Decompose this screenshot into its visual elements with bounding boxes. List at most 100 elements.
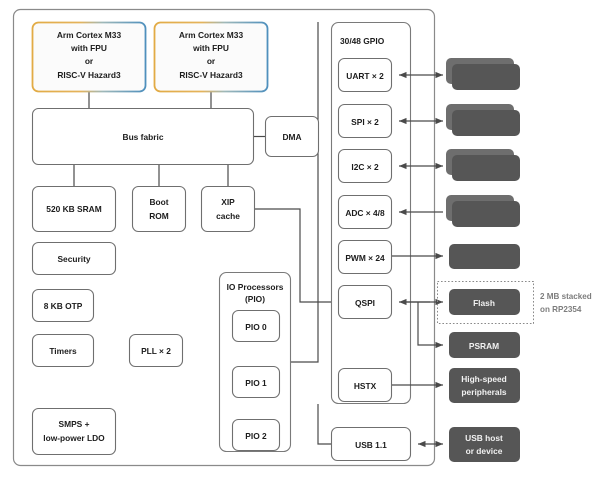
boot-rom-block: Boot ROM: [131, 185, 187, 233]
pwm-label: PWM × 24: [345, 253, 385, 263]
pio-0-label: PIO 0: [245, 322, 267, 332]
sram-label: 520 KB SRAM: [46, 204, 101, 214]
ext-psram-label: PSRAM: [469, 341, 499, 351]
i2c-box: [337, 148, 393, 184]
pio-1-box: [231, 365, 281, 399]
io-processors-group: IO Processors (PIO) PIO 0 PIO 1 PIO 2: [218, 271, 292, 453]
ext-flash-label: Flash: [473, 298, 495, 308]
spi-fill: [338, 104, 392, 138]
ext-flash: Flash: [449, 289, 520, 315]
otp-label: 8 KB OTP: [44, 301, 83, 311]
gpio-group-box: [330, 21, 412, 405]
cpu-core-1: Arm Cortex M33 with FPU or RISC-V Hazard…: [153, 21, 269, 93]
flash-note-line-1: on RP2354: [540, 305, 582, 314]
xip-cache-line-1: cache: [216, 211, 240, 221]
dma-fill: [265, 116, 319, 157]
spi-label: SPI × 2: [351, 117, 379, 127]
qspi-block: QSPI: [337, 284, 393, 320]
hstx-fill: [338, 368, 392, 402]
smps-ldo-line-0: SMPS +: [59, 419, 90, 429]
cpu-core-1-line-0: Arm Cortex M33: [179, 30, 244, 40]
pio-0-block: PIO 0: [231, 309, 281, 343]
bus-fabric-fill: [32, 108, 254, 165]
hstx-block: HSTX: [337, 367, 393, 403]
pio-2-box: [231, 418, 281, 452]
pio-1-fill: [232, 366, 280, 398]
bus-fabric: Bus fabric: [31, 107, 255, 166]
hstx-label: HSTX: [354, 381, 377, 391]
sram-fill: [32, 186, 116, 232]
ext-usb-line-1: or device: [466, 446, 503, 456]
smps-ldo-fill: [32, 408, 116, 455]
xip-cache-block: XIP cache: [200, 185, 256, 233]
xip-cache-fill: [201, 186, 255, 232]
ext-usb-host-device-box: [449, 427, 520, 462]
adc-label: ADC × 4/8: [345, 208, 385, 218]
qspi-label: QSPI: [355, 298, 375, 308]
external-blocks: Flash PSRAM High-speed peripherals USB h…: [446, 58, 520, 462]
ext-adc-inputs: [446, 195, 520, 227]
adc-block: ADC × 4/8: [337, 194, 393, 230]
bus-fabric-box: [31, 107, 255, 166]
smps-ldo-box: [31, 407, 117, 456]
otp-block: 8 KB OTP: [31, 288, 95, 323]
smps-ldo-block: SMPS + low-power LDO: [31, 407, 117, 456]
pio-2-fill: [232, 419, 280, 451]
ext-psram-box: [449, 332, 520, 358]
timers-fill: [32, 334, 94, 367]
i2c-fill: [338, 149, 392, 183]
flash-note-line-0: 2 MB stacked: [540, 292, 592, 301]
wire-xip-qspi: [255, 208, 338, 303]
xip-cache-line-0: XIP: [221, 197, 235, 207]
ext-flash-box: [449, 289, 520, 315]
ext-high-speed-peripherals: High-speed peripherals: [449, 368, 520, 403]
dma-box: [264, 115, 320, 158]
ext-i2c-peripherals: [446, 149, 520, 181]
pwm-box: [337, 239, 393, 275]
ext-hs-line-0: High-speed: [461, 374, 507, 384]
smps-ldo-line-1: low-power LDO: [43, 433, 105, 443]
gpio-bank-group: 30/48 GPIO UART × 2 SPI × 2 I2C × 2 ADC …: [330, 21, 412, 405]
memory-blocks: 520 KB SRAM Boot ROM XIP cache: [31, 185, 256, 233]
adc-fill: [338, 195, 392, 229]
cpu-core-1-line-3: RISC-V Hazard3: [179, 70, 243, 80]
external-connectors: [392, 71, 443, 448]
cpu-core-1-line-2: or: [207, 56, 216, 66]
otp-box: [31, 288, 95, 323]
pio-1-label: PIO 1: [245, 378, 267, 388]
usb-1-1-block: USB 1.1: [330, 426, 412, 462]
pio-group-line-1: (PIO): [245, 294, 265, 304]
cpu-core-1-box: [153, 21, 269, 93]
pwm-block: PWM × 24: [337, 239, 393, 275]
bus-fabric-label: Bus fabric: [123, 132, 164, 142]
left-column-blocks: Security 8 KB OTP Timers PLL × 2 SMPS + …: [31, 241, 184, 456]
cpu-core-1-line-1: with FPU: [192, 43, 229, 53]
cpu-core-0-line-1: with FPU: [70, 43, 107, 53]
pll-fill: [129, 334, 183, 367]
ext-usb-line-0: USB host: [465, 433, 503, 443]
cpu-core-0-line-0: Arm Cortex M33: [57, 30, 122, 40]
usb-1-1-fill: [331, 427, 411, 461]
dma-label: DMA: [282, 132, 301, 142]
qspi-box: [337, 284, 393, 320]
timers-block: Timers: [31, 333, 95, 368]
pio-1-block: PIO 1: [231, 365, 281, 399]
sram-box: [31, 185, 117, 233]
boot-rom-box: [131, 185, 187, 233]
ext-uart-peripherals: [446, 58, 520, 90]
security-block: Security: [31, 241, 117, 276]
cpu-core-0-line-3: RISC-V Hazard3: [57, 70, 121, 80]
spi-block: SPI × 2: [337, 103, 393, 139]
ext-spi-peripherals: [446, 104, 520, 136]
pll-label: PLL × 2: [141, 346, 171, 356]
otp-fill: [32, 289, 94, 322]
security-box: [31, 241, 117, 276]
pll-box: [128, 333, 184, 368]
spi-box: [337, 103, 393, 139]
pio-group-line-0: IO Processors: [227, 282, 284, 292]
pio-2-label: PIO 2: [245, 431, 267, 441]
pio-0-box: [231, 309, 281, 343]
security-fill: [32, 242, 116, 275]
arrow-qspi-psram: [417, 302, 443, 349]
